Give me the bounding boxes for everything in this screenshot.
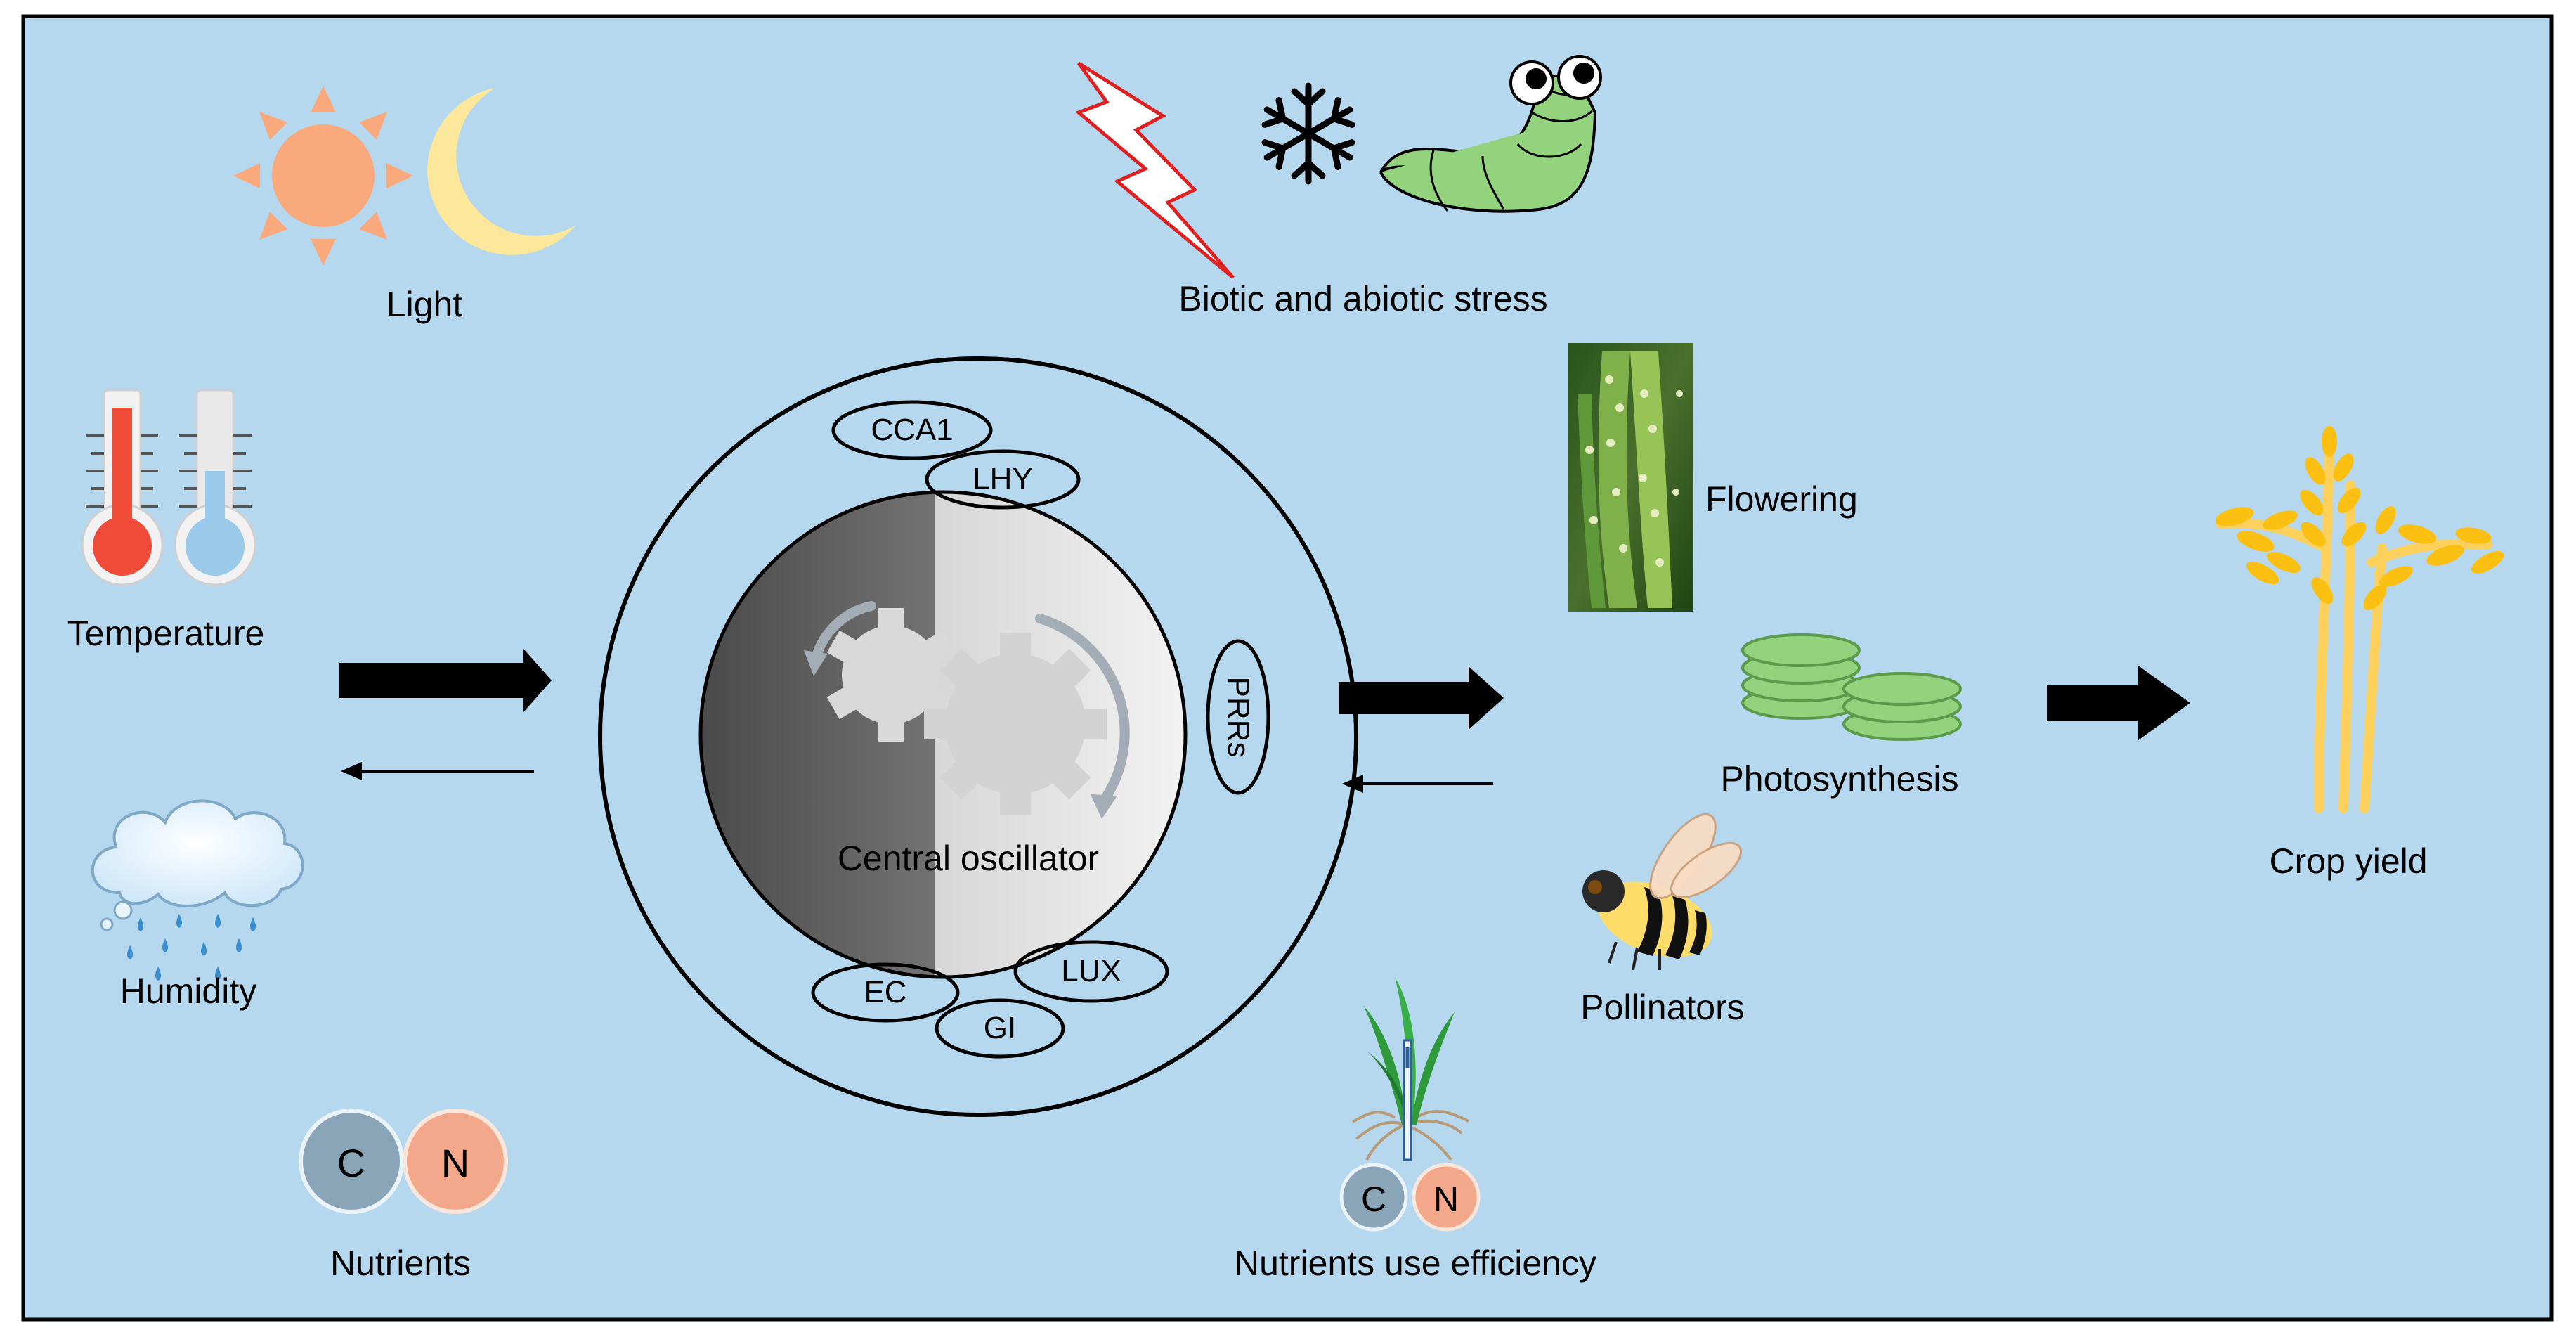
stress-label: Biotic and abiotic stress [1178, 279, 1548, 318]
rotation-arrowhead-icon [1091, 794, 1117, 819]
light-label: Light [386, 285, 463, 324]
carbon-sphere-small [1339, 1163, 1408, 1232]
gene-gi-label: GI [983, 1011, 1017, 1045]
rotation-arrow-icon [810, 601, 1130, 806]
central-oscillator-label: Central oscillator [837, 839, 1100, 878]
lightning-icon [1075, 61, 1235, 279]
thermometer-cold-icon [174, 389, 256, 586]
gene-prrs-label: PRRs [1221, 676, 1256, 758]
flowering-rice-image [1568, 343, 1693, 612]
nitrogen-sphere [403, 1109, 508, 1214]
pollinators-label: Pollinators [1580, 988, 1745, 1027]
gene-ec-ellipse [811, 962, 960, 1023]
worm-icon [1379, 55, 1602, 213]
flowering-label: Flowering [1705, 479, 1858, 519]
gene-ec-label: EC [864, 975, 907, 1009]
seedling-icon [1352, 977, 1469, 1161]
humidity-label: Humidity [119, 971, 257, 1011]
large-gear-icon [924, 633, 1107, 815]
rain-cloud-icon [91, 799, 304, 981]
gene-prrs-ellipse [1206, 639, 1270, 795]
gene-lux-label: LUX [1061, 954, 1121, 988]
gene-gi-ellipse [935, 998, 1065, 1059]
carbon-symbol-label: C [337, 1141, 366, 1185]
carbon-sphere [299, 1109, 404, 1214]
photosynthesis-label: Photosynthesis [1720, 759, 1959, 799]
bee-icon [1582, 813, 1742, 971]
small-gear-icon [826, 608, 956, 742]
feedback-arrow-right [1342, 775, 1493, 793]
moon-icon [427, 88, 576, 255]
temperature-label: Temperature [67, 614, 265, 653]
nitrogen-symbol-label: N [441, 1141, 470, 1185]
carbon-symbol-small-label: C [1360, 1180, 1387, 1219]
sun-icon [233, 86, 413, 266]
nitrogen-sphere-small [1412, 1163, 1481, 1232]
nitrogen-symbol-small-label: N [1433, 1180, 1459, 1219]
gene-lux-ellipse [1013, 940, 1169, 1003]
crop-plant-icon [2215, 426, 2504, 813]
gene-cca1-label: CCA1 [871, 413, 954, 447]
snowflake-icon [1260, 82, 1357, 181]
yield-arrow [2047, 666, 2190, 740]
nue-label: Nutrients use efficiency [1234, 1243, 1596, 1283]
rotation-arrowhead-icon [804, 650, 828, 676]
input-arrow [339, 649, 552, 712]
gene-lhy-ellipse [925, 449, 1081, 510]
clock-outer-ring [598, 356, 1358, 1117]
gene-cca1-ellipse [831, 400, 993, 460]
nutrients-label: Nutrients [330, 1243, 471, 1283]
feedback-arrow-left [341, 762, 534, 780]
thylakoid-stack-icon [1741, 633, 1962, 741]
gene-lhy-label: LHY [972, 462, 1033, 496]
crop-yield-label: Crop yield [2269, 841, 2428, 881]
thermometer-hot-icon [81, 389, 164, 586]
output-arrow [1339, 666, 1504, 730]
